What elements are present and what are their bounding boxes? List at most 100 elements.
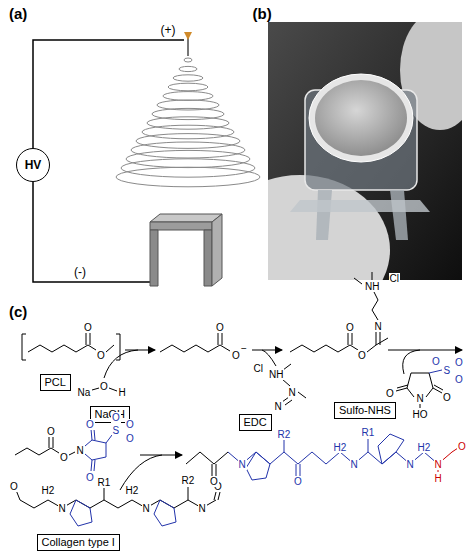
product-bonds [186,434,458,480]
scaffold-disk [315,80,407,156]
atom-label: O [385,388,395,399]
pcl-chain [28,345,96,352]
bond [420,403,421,408]
polarity-mark: (+) [160,24,177,37]
atom-label: N [238,459,247,470]
ester-chain [15,448,59,455]
reaction-arrow [388,350,462,351]
positive-wire [33,40,184,148]
collagen-backbone [20,500,216,508]
proline-ring [246,452,270,480]
double-bond [434,385,443,390]
double-bond [49,436,50,448]
holder-rim [309,74,413,162]
reagent-box: PCL [40,374,71,391]
double-bond [376,332,377,345]
double-bond [218,492,220,500]
spiral-loop [142,125,234,139]
double-bond [91,460,92,471]
atom-label: N [198,503,207,514]
spiral-loop [136,134,240,149]
bond [282,379,290,386]
atom-label: O [59,452,69,463]
collagen-bonds [16,455,220,526]
double-bond [214,492,216,500]
atom-label: Cl [389,273,400,284]
atom-label: N [288,387,297,398]
spiral-loop [179,66,197,71]
reagent-box: Sulfo-NHS [334,402,396,419]
reagent-arrow [262,350,276,366]
double-bond [212,464,213,476]
spiral-loop [121,159,255,177]
double-bond [300,464,301,476]
spiral-loop [173,75,203,81]
acylisourea-chain [290,345,358,352]
bond [367,345,376,352]
spiral-loop [163,92,213,101]
atom-label: O [99,381,109,392]
negative-wire [33,182,152,282]
double-bond [397,385,408,388]
atom-label: O [96,350,106,361]
atom-label: Cl [253,363,264,374]
reagent-arrow [104,350,138,378]
double-bond [86,333,87,345]
reaction-arrow [252,350,282,351]
node-text: PCL [45,376,66,388]
node-text: Collagen type I [42,536,115,548]
voltage-source: HV [16,148,50,182]
atom-label: R1 [97,477,112,488]
atom-label: N [76,445,85,456]
atom-label: O [83,322,93,333]
double-bond [91,429,92,440]
atom-label: O [442,392,452,403]
reaction-arrow [125,350,155,351]
atom-label: NH [364,281,380,292]
atom-label: N [416,393,425,404]
bond [368,439,369,452]
double-bond [352,333,353,345]
atom-label: O [293,476,303,487]
atom-label: O [111,412,121,423]
bond [92,388,99,390]
atom-label: N [58,503,67,514]
carboxylate-chain [160,345,230,352]
bond [284,440,285,452]
reagent-box: Collagen type I [37,534,120,551]
atom-label: O [215,322,225,333]
atom-label: R1 [361,427,376,438]
reagent-box: NaOH [90,406,131,423]
spiral-loop [147,117,229,129]
atom-label: O [457,441,467,452]
bond [106,345,114,352]
bond [372,292,378,320]
atom-label: O [85,419,95,430]
atom-label: S [443,365,452,376]
atom-label: O [9,481,19,492]
collector-leg [204,230,212,286]
atom-label: O [454,357,464,368]
bond [109,388,117,391]
node-text: Sulfo-NHS [339,404,391,416]
double-bond [296,464,297,476]
bond [354,278,362,284]
atom-label: O [345,322,355,333]
atom-label: N [142,503,151,514]
atom-label: N [274,401,283,412]
spiral-loop [168,83,208,91]
double-bond [216,464,217,476]
bond [372,272,373,280]
double-bond [222,333,223,345]
atom-label: O [125,419,135,430]
atom-label: − [240,343,248,354]
collector-front [150,222,212,230]
needle-tip [184,32,192,40]
bond [16,490,20,500]
atom-label: O [357,350,367,361]
double-bond [94,460,95,471]
collector-leg [150,230,158,286]
proline-ring [378,434,404,464]
